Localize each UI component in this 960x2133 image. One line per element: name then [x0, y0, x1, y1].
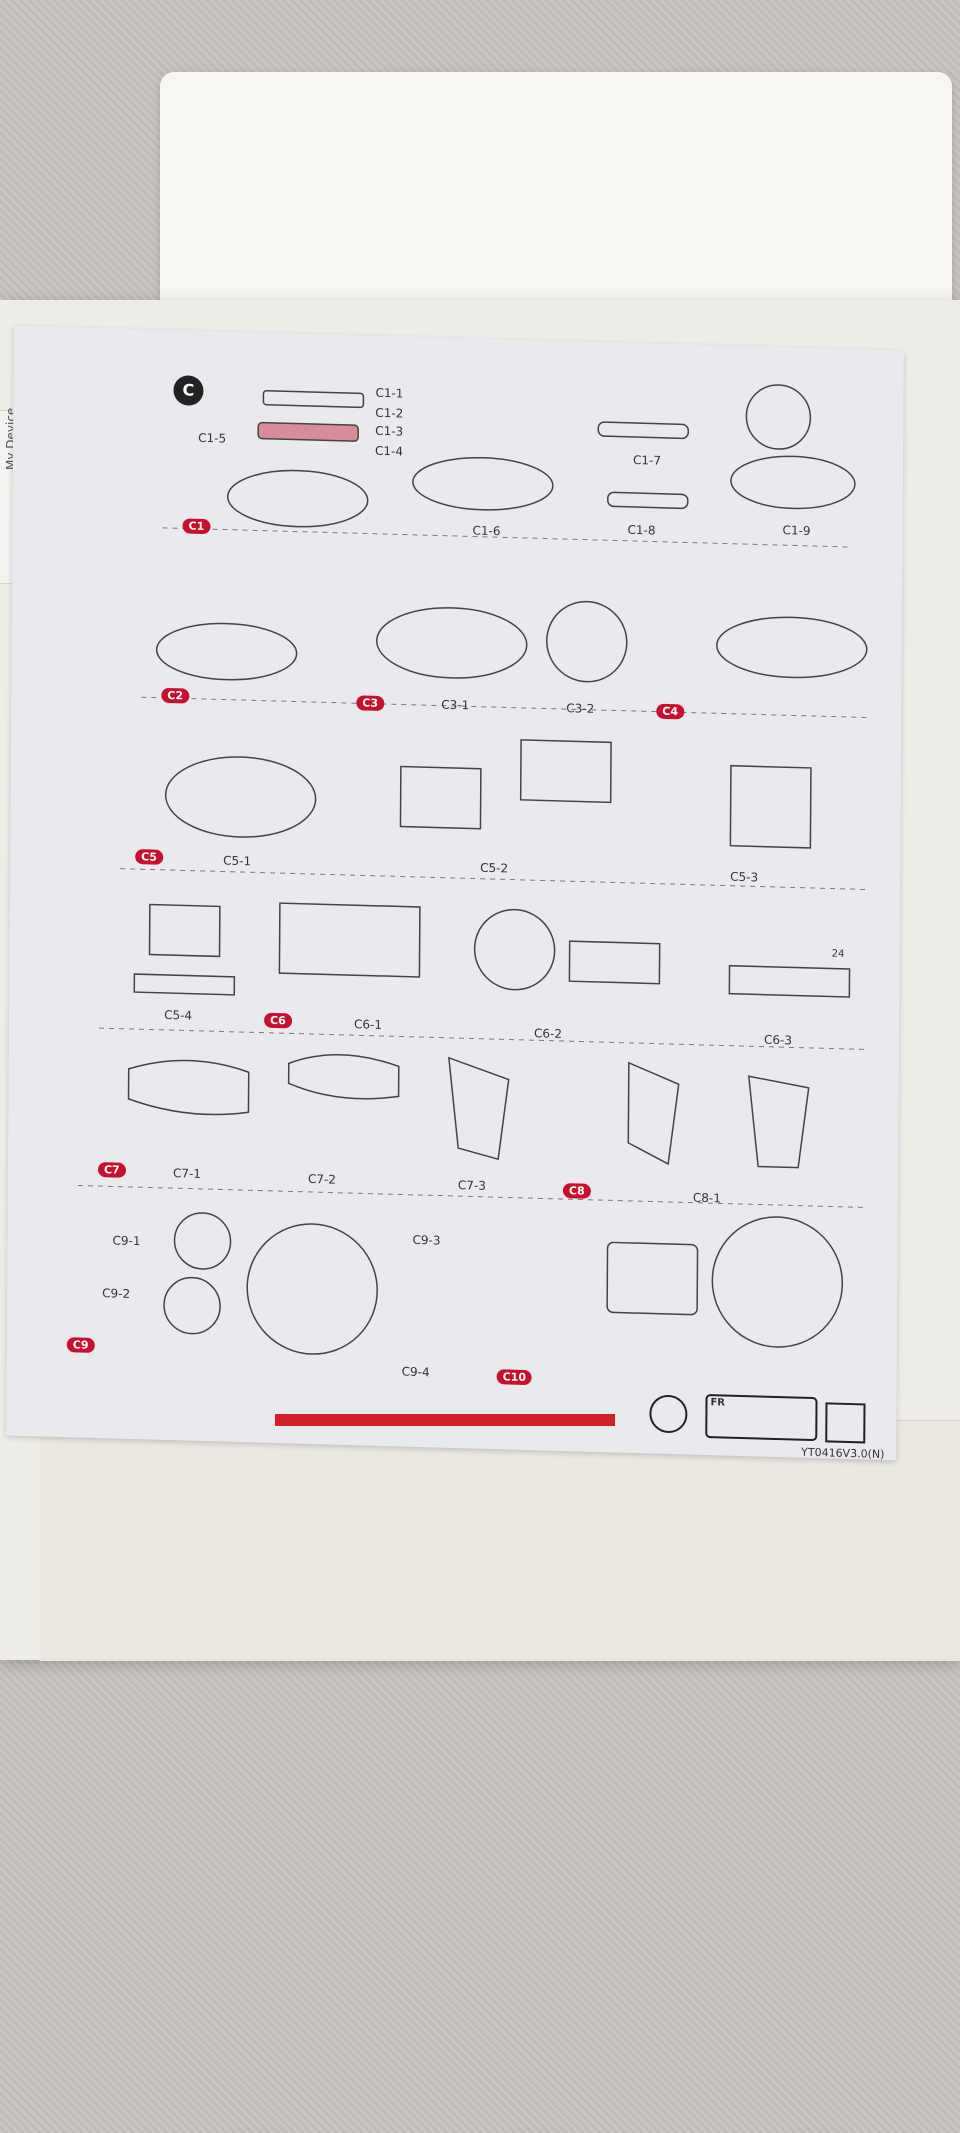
label-c9-4: C9-4 [401, 1364, 430, 1380]
label-c3-1: C3-1 [441, 697, 470, 713]
label-c7-3: C7-3 [457, 1178, 486, 1193]
row-divider [141, 696, 872, 719]
label-c1-7: C1-7 [633, 452, 662, 468]
detail-circle [745, 384, 812, 450]
label-c9-2: C9-2 [102, 1286, 131, 1301]
label-c1-2: C1-2 [375, 405, 404, 421]
filter-drawing [728, 964, 851, 998]
red-pull-tab [275, 1414, 615, 1426]
row-divider [162, 527, 853, 548]
label-c1-4: C1-4 [375, 443, 404, 459]
badge-c10: C10 [496, 1369, 533, 1386]
robot-drawing [226, 469, 369, 528]
dustbin-drawing [148, 903, 221, 958]
label-c1-9: C1-9 [782, 523, 811, 538]
label-c9-1: C9-1 [112, 1233, 141, 1249]
robot-drawing [412, 456, 554, 511]
robot-drawing [375, 607, 528, 679]
label-c8-1: C8-1 [692, 1190, 721, 1206]
roller-brush [597, 421, 690, 440]
robot-drawing [155, 622, 298, 681]
detail-circle [173, 1212, 232, 1270]
filter-drawing [133, 973, 236, 996]
section-mark: C [173, 375, 204, 406]
robot-drawing [164, 756, 317, 838]
qr-code-icon [825, 1402, 866, 1444]
label-c7-2: C7-2 [307, 1171, 337, 1187]
brush-part [262, 389, 365, 409]
detail-circle [473, 908, 556, 991]
triman-box-icon [705, 1394, 818, 1441]
mop-drawing [747, 1075, 810, 1169]
label-c5-1: C5-1 [223, 853, 252, 869]
robot-drawing [730, 455, 856, 510]
label-c1-8: C1-8 [627, 522, 656, 538]
label-c6-2: C6-2 [533, 1026, 563, 1041]
label-c1-1: C1-1 [375, 385, 404, 401]
dustbin-drawing [399, 765, 482, 830]
robot-drawing [716, 616, 868, 679]
badge-c4: C4 [656, 703, 685, 720]
label-c5-4: C5-4 [164, 1007, 193, 1023]
sun-hours: 24 [831, 948, 845, 960]
row-divider [98, 1027, 869, 1051]
mop-drawing [447, 1056, 510, 1161]
label-c5-2: C5-2 [480, 860, 509, 876]
label-c3-2: C3-2 [566, 701, 595, 716]
roller-brush [257, 421, 359, 442]
label-c7-1: C7-1 [172, 1166, 202, 1181]
badge-c7: C7 [97, 1162, 126, 1178]
manual-drawings [77, 384, 872, 1444]
badge-c6: C6 [264, 1012, 292, 1029]
badge-c3: C3 [356, 695, 385, 712]
label-c6-1: C6-1 [354, 1017, 383, 1032]
robot-bottom-drawing [711, 1216, 844, 1348]
robot-bottom-drawing [246, 1223, 378, 1355]
label-c1-6: C1-6 [472, 523, 501, 539]
manual-sheet: C C1-1 C1-2 C1-3 C1-4 C1-5 C1-6 C1-7 C1-… [6, 325, 904, 1462]
filter-drawing [278, 902, 421, 978]
roller-brush [607, 491, 689, 510]
dustbin-drawing [729, 764, 812, 849]
mop-drawing [127, 1059, 250, 1116]
box-tray-lip [40, 1420, 960, 1661]
badge-c9: C9 [66, 1337, 95, 1353]
badge-c1: C1 [182, 518, 211, 535]
mop-drawing [627, 1061, 680, 1166]
dock-drawing [606, 1241, 699, 1316]
badge-c8: C8 [562, 1183, 591, 1199]
label-c1-5: C1-5 [198, 430, 227, 446]
row-divider [120, 868, 871, 891]
row-divider [77, 1184, 868, 1209]
dustbin-drawing [519, 739, 612, 804]
fr-mark: FR [710, 1397, 726, 1409]
label-c5-3: C5-3 [730, 869, 759, 885]
label-c6-3: C6-3 [763, 1032, 793, 1048]
badge-c2: C2 [161, 687, 190, 704]
filter-drawing [568, 940, 661, 985]
detail-circle [163, 1276, 221, 1335]
recycle-icon [649, 1394, 688, 1433]
label-c9-3: C9-3 [412, 1232, 441, 1248]
label-c1-3: C1-3 [375, 423, 404, 439]
document-code: YT0416V3.0(N) [801, 1445, 885, 1462]
badge-c5: C5 [135, 849, 163, 865]
detail-circle [546, 600, 628, 683]
mop-drawing [287, 1054, 400, 1100]
